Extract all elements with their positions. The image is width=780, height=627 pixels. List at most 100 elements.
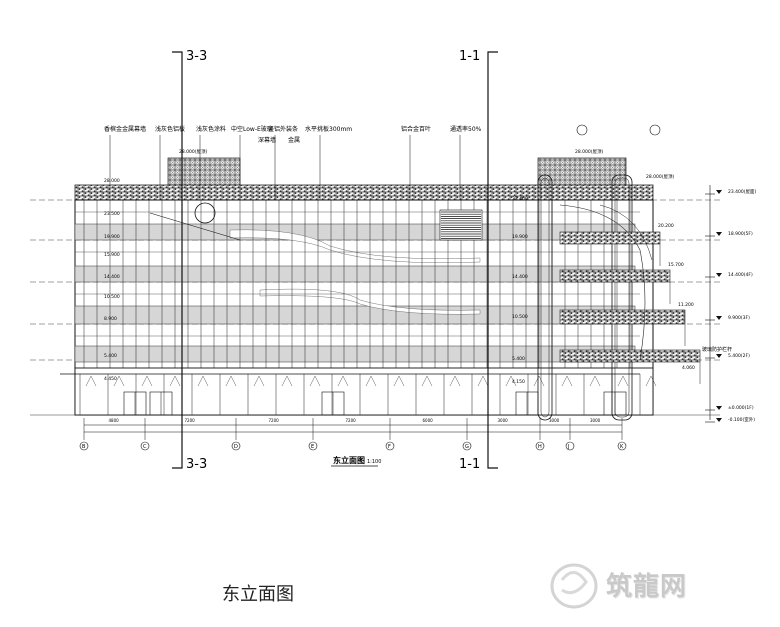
section-mark-left: 3-3 3-3 (172, 49, 207, 472)
grid-axis-label: J (567, 444, 569, 450)
stair-tube-inner (614, 177, 630, 418)
grid-axis-label: D (234, 444, 238, 450)
vent-mark (169, 375, 181, 387)
elevation-inner: 10.500 (512, 314, 528, 320)
view-title-text: 东立面图 (333, 455, 365, 465)
ground-floor (74, 367, 654, 416)
section-label-bottom-right: 1-1 (459, 457, 480, 472)
dim-value: 7200 (269, 418, 280, 423)
vent-mark (113, 375, 125, 387)
stair-tube-inner (540, 177, 550, 418)
vent-mark (617, 375, 629, 387)
grid-axis-circle (385, 441, 395, 451)
grid-axis-circle (140, 441, 150, 451)
elevation-inner: 4.150 (512, 379, 525, 385)
vent-mark (365, 375, 377, 387)
view-title: 东立面图 1:100 (331, 455, 381, 467)
callout-4: 中空Low-E玻璃 (231, 125, 273, 133)
elevation-right: 9.900(3F) (728, 315, 750, 321)
grid-axis-circle (462, 441, 472, 451)
elevation-left: 5.400 (104, 353, 117, 359)
dim-value: 7200 (185, 418, 196, 423)
vent-mark (281, 375, 293, 387)
elevation-inner: 14.400 (512, 274, 528, 280)
vent-mark (449, 375, 461, 387)
material-callouts: 香槟金金属幕墙 浅灰色铝板 浅灰色涂料 中空Low-E玻璃 竖铝外装条 水平挑板… (104, 125, 732, 353)
elevation-left: 8.900 (104, 316, 117, 322)
elevation-right: ±0.000(1F) (728, 405, 754, 411)
elevation-right: 18.900(5F) (728, 231, 753, 237)
callout-9: 铝合金百叶 (401, 125, 431, 133)
vent-mark (645, 375, 657, 387)
vent-mark (505, 375, 517, 387)
grid-axis-label: F (388, 444, 391, 450)
watermark-logo (550, 563, 598, 609)
grid-axis-circle (231, 441, 241, 451)
elevation-right: -0.100(室外) (728, 416, 755, 423)
vent-mark (309, 375, 321, 387)
elevation-inner: 5.400 (512, 356, 525, 362)
vent-mark (561, 375, 573, 387)
wave-band-1 (229, 229, 481, 263)
side-note: 玻璃防护栏杆 (702, 346, 732, 353)
spandrel-band (74, 345, 636, 363)
detail-marker (649, 124, 661, 136)
vent-mark (589, 375, 601, 387)
terrace-slab (559, 231, 661, 245)
elevation-triangle (716, 273, 722, 277)
grid-axis-circle (565, 441, 575, 451)
elevation-right: 5.400(2F) (728, 353, 750, 359)
callout-5: 竖铝外装条 (268, 125, 298, 133)
stair-tube (537, 174, 553, 421)
spandrel-band (74, 223, 636, 241)
grid-axis-circle (535, 441, 545, 451)
curve-facade-2 (599, 204, 653, 261)
callout-8: 金属 (288, 136, 300, 144)
callout-3: 浅灰色涂料 (196, 125, 226, 133)
vent-mark (225, 375, 237, 387)
elevation-inner: 19.900 (512, 234, 528, 240)
grid-axis-label: B (82, 444, 86, 450)
elevation-left: 23.500 (104, 211, 120, 217)
elevation-triangle (716, 190, 722, 194)
parapet-band (74, 184, 654, 201)
section-mark-right: 1-1 1-1 (459, 49, 498, 472)
grid-axis-label: G (465, 444, 469, 450)
view-title-scale: 1:100 (367, 459, 381, 465)
elevation-left: 4.450 (104, 376, 117, 382)
elevation-left: 28.000 (104, 178, 120, 184)
elevation-left: 10.500 (104, 294, 120, 300)
vent-mark (421, 375, 433, 387)
detail-marker (576, 124, 588, 136)
terrace-slab (559, 309, 686, 325)
roof-penthouse-left (167, 157, 241, 186)
terrace-level: 15.700 (668, 262, 684, 268)
terrace-slab (559, 269, 671, 283)
elevation-right: 14.400(4F) (728, 272, 753, 278)
section-label-top-right: 1-1 (459, 49, 480, 64)
spandrel-band (74, 305, 636, 325)
grid-axis-circle (617, 441, 627, 451)
callout-2: 浅灰色铝板 (155, 125, 185, 133)
elevation-triangle (716, 354, 722, 358)
terrace-slab (559, 349, 701, 363)
callout-7: 深幕墙 (258, 136, 276, 144)
vent-mark (477, 375, 489, 387)
callout-6: 水平挑板300mm (305, 125, 352, 133)
section-label-top-left: 3-3 (186, 49, 207, 64)
callout-1: 香槟金金属幕墙 (104, 125, 146, 133)
roof-tag-left: 28.000(屋顶) (179, 149, 208, 155)
wave-band-2 (259, 288, 481, 315)
elevation-left: 15.900 (104, 252, 120, 258)
elevation-right: 23.400(屋面) (728, 189, 757, 195)
grid-axis-circle (308, 441, 318, 451)
detail-leader (149, 212, 241, 241)
grid-axis-label: E (311, 444, 314, 450)
vent-mark (533, 375, 545, 387)
elevation-triangle (716, 232, 722, 236)
roof-penthouse-right (537, 157, 627, 186)
section-label-bottom-left: 3-3 (186, 457, 207, 472)
vent-mark (393, 375, 405, 387)
